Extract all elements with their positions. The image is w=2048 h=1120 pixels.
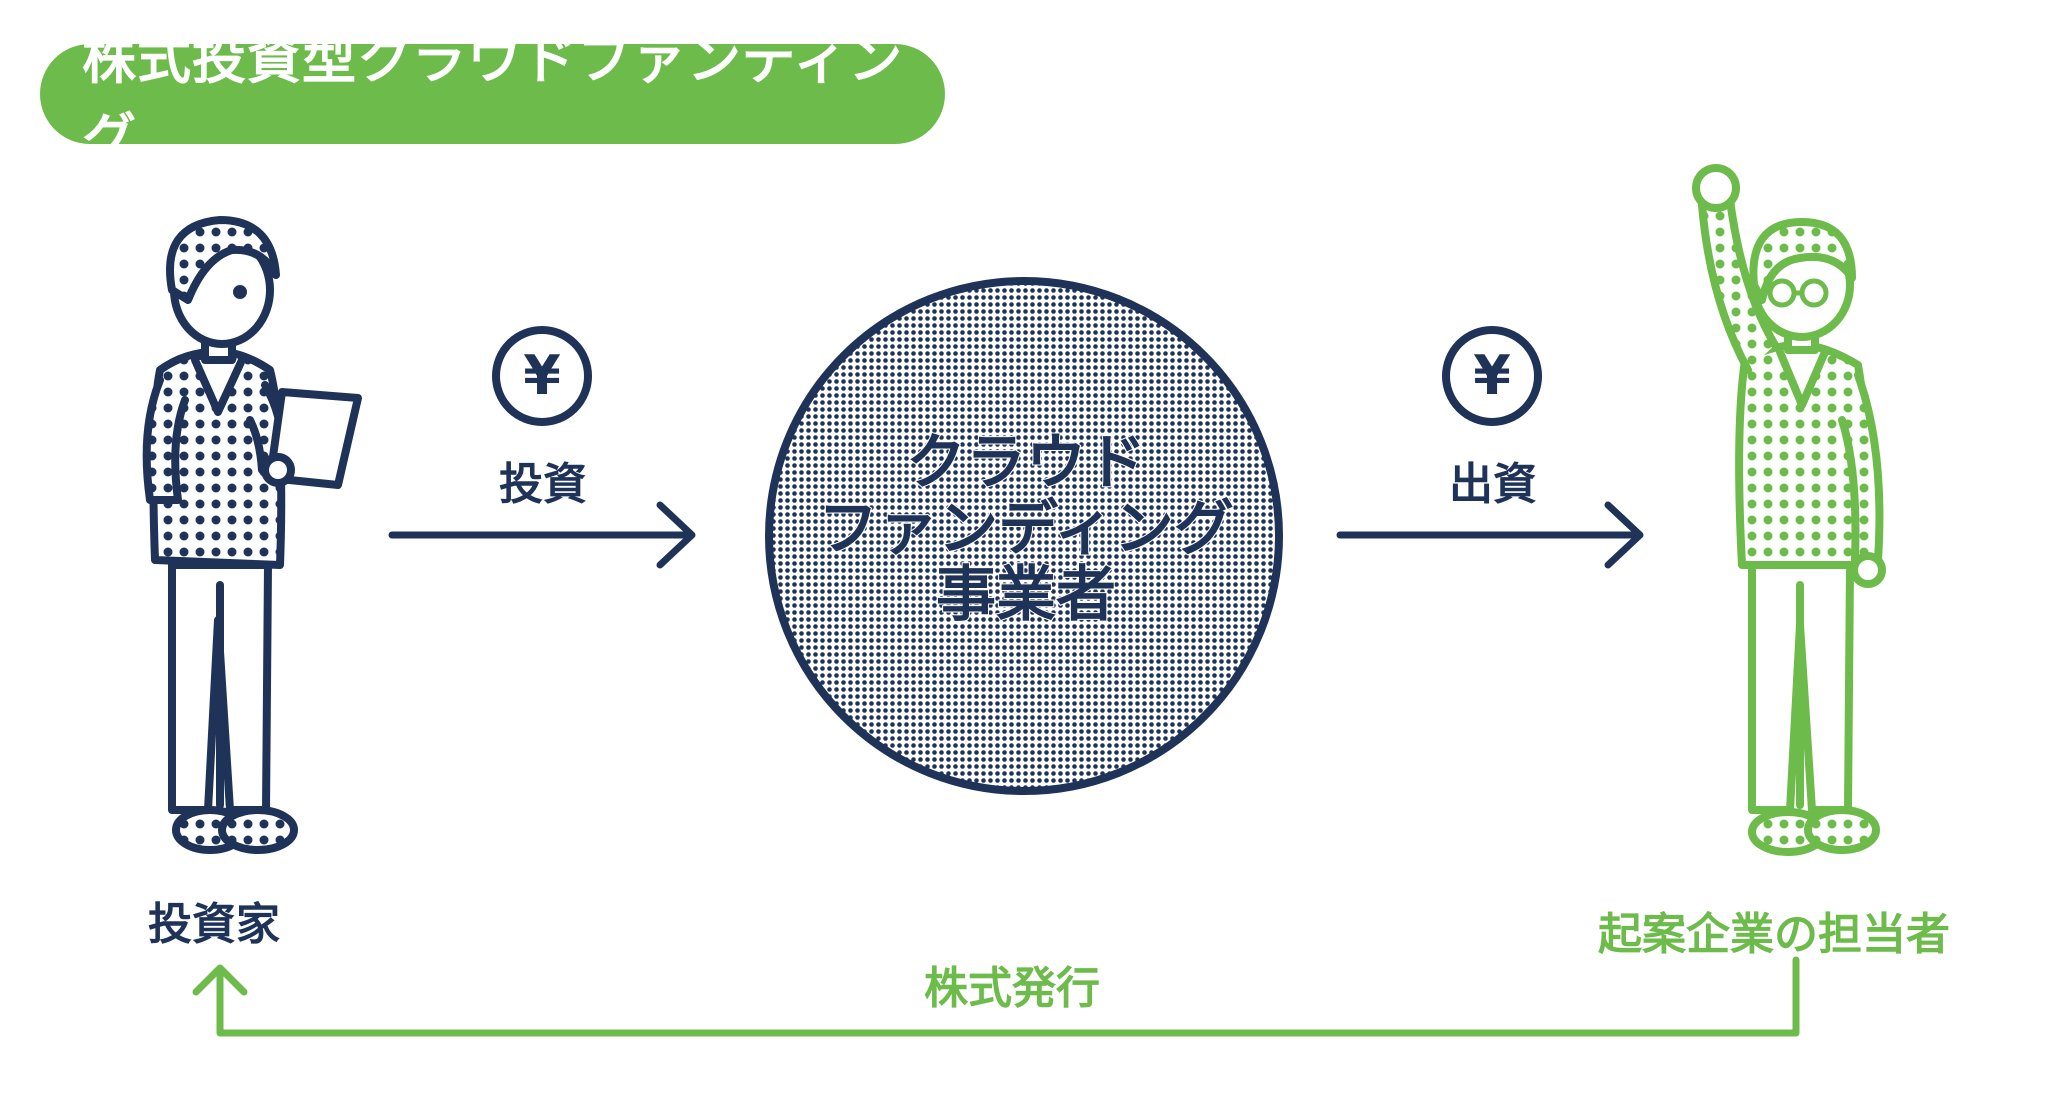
- startup-label: 起案企業の担当者: [1598, 909, 1950, 960]
- yen-coin-fund: [1442, 326, 1542, 426]
- operator-label: クラウド ファンディング 事業者: [776, 428, 1276, 630]
- operator-label-line2: ファンディング: [817, 494, 1235, 564]
- stock-issuance-label: 株式発行: [924, 963, 1100, 1014]
- yen-icon: ¥: [1473, 344, 1511, 407]
- yen-coin-invest: [492, 326, 592, 426]
- startup-figure: [1692, 164, 1886, 856]
- invest-arrow: [388, 501, 696, 569]
- invest-label: 投資: [499, 459, 587, 510]
- fund-arrow: [1336, 501, 1644, 569]
- stock-issuance-arrow: [192, 956, 1800, 1037]
- crowdfunding-operator-circle: [765, 277, 1283, 795]
- title-banner: 株式投資型クラウドファンディング: [40, 28, 945, 170]
- operator-label-line3: 事業者: [935, 560, 1117, 630]
- investor-label: 投資家: [148, 899, 280, 950]
- yen-icon: ¥: [523, 344, 561, 407]
- diagram-title: 株式投資型クラウドファンディング: [82, 28, 904, 170]
- investor-figure: [142, 216, 362, 854]
- fund-label: 出資: [1449, 459, 1537, 510]
- operator-label-line1: クラウド: [905, 428, 1147, 498]
